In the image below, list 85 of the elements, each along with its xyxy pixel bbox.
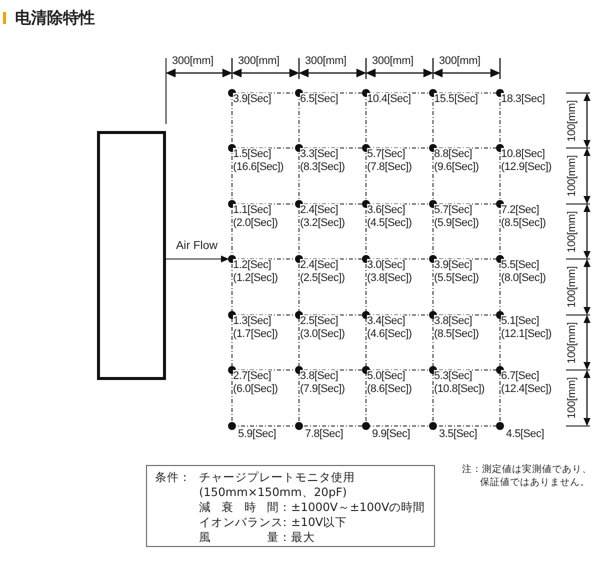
time-value: 10.8[Sec] — [501, 148, 545, 161]
dimension-label: 100[mm] — [566, 98, 578, 144]
time-value: 8.8[Sec] — [434, 148, 472, 161]
dimension-label: 300[mm] — [372, 55, 414, 67]
time-value: (8.3[Sec]) — [300, 161, 345, 174]
time-value: (3.8[Sec]) — [367, 272, 412, 285]
time-value: (16.6[Sec]) — [233, 161, 284, 174]
time-value: 6.5[Sec] — [300, 93, 338, 106]
time-value: (8.5[Sec]) — [501, 217, 546, 230]
dimension-label: 300[mm] — [238, 55, 280, 67]
dimension-label: 100[mm] — [566, 154, 578, 199]
arrow — [166, 256, 229, 262]
time-value: (8.0[Sec]) — [501, 272, 546, 285]
time-value: 5.9[Sec] — [238, 428, 276, 441]
time-value: (12.4[Sec]) — [501, 383, 552, 396]
condition-label: イオンバランス — [199, 515, 279, 530]
time-value: 2.7[Sec] — [233, 370, 271, 383]
time-value: 3.3[Sec] — [300, 148, 338, 161]
condition-label: 条件： — [155, 470, 191, 485]
condition-value: (150mm×150mm、20pF) — [199, 485, 347, 500]
dimension-label: 300[mm] — [305, 55, 346, 67]
time-value: (5.9[Sec]) — [434, 217, 479, 230]
time-value: (1.2[Sec]) — [233, 272, 278, 285]
section-title: 电清除特性 — [15, 8, 95, 29]
time-value: 15.5[Sec] — [434, 93, 478, 106]
time-value: 9.9[Sec] — [372, 428, 410, 441]
edge-label: Air Flow — [176, 240, 218, 252]
condition-label: チャージプレートモニタ使用 — [199, 470, 355, 485]
time-value: 2.5[Sec] — [300, 315, 338, 328]
time-value: 2.4[Sec] — [300, 259, 338, 272]
time-value: 7.8[Sec] — [305, 428, 343, 441]
time-value: 5.5[Sec] — [501, 259, 539, 272]
time-value: 5.7[Sec] — [367, 148, 405, 161]
time-value: 7.2[Sec] — [501, 204, 539, 217]
dimension-label: 300[mm] — [439, 55, 480, 67]
device-box — [97, 131, 166, 380]
time-value: 5.3[Sec] — [434, 370, 472, 383]
dimension-label: 100[mm] — [566, 210, 578, 254]
time-value: 3.9[Sec] — [233, 93, 271, 106]
time-value: (2.0[Sec]) — [233, 217, 278, 230]
time-value: (6.0[Sec]) — [233, 383, 278, 396]
time-value: (9.6[Sec]) — [434, 161, 479, 174]
time-value: (8.5[Sec]) — [434, 328, 479, 341]
time-value: (3.0[Sec]) — [300, 328, 345, 341]
time-value: 1.3[Sec] — [233, 315, 271, 328]
time-value: (7.9[Sec]) — [300, 383, 345, 396]
dimension-label: 100[mm] — [566, 265, 578, 310]
time-value: 2.4[Sec] — [300, 204, 338, 217]
time-value: 3.6[Sec] — [367, 204, 405, 217]
time-value: 3.5[Sec] — [439, 428, 477, 441]
dimension-label: 100[mm] — [566, 376, 578, 421]
time-value: 4.5[Sec] — [506, 428, 544, 441]
time-value: 1.1[Sec] — [233, 204, 271, 217]
time-value: 18.3[Sec] — [501, 93, 545, 106]
dimension-label: 300[mm] — [172, 55, 214, 67]
condition-label: 減衰時間 — [199, 500, 279, 515]
condition-value: ：±1000V～±100Vの時間 — [279, 500, 426, 515]
time-value: (5.5[Sec]) — [434, 272, 479, 285]
time-value: 3.9[Sec] — [434, 259, 472, 272]
dimension-label: 100[mm] — [566, 320, 578, 366]
time-value: 5.1[Sec] — [501, 315, 539, 328]
time-value: (7.8[Sec]) — [367, 161, 412, 174]
time-value: (1.7[Sec]) — [233, 328, 278, 341]
conditions-box — [146, 465, 435, 547]
time-value: (4.5[Sec]) — [367, 217, 412, 230]
time-value: (2.5[Sec]) — [300, 272, 345, 285]
time-value: (10.8[Sec]) — [434, 383, 485, 396]
condition-value: ：最大 — [279, 530, 315, 545]
time-value: (8.6[Sec]) — [367, 383, 412, 396]
time-value: 1.5[Sec] — [233, 148, 271, 161]
time-value: 3.8[Sec] — [300, 370, 338, 383]
note-text: 注：測定値は実測値であり、保証値ではありません。 — [462, 463, 593, 489]
time-value: 6.7[Sec] — [501, 370, 539, 383]
time-value: (12.9[Sec]) — [501, 161, 552, 174]
time-value: 5.0[Sec] — [367, 370, 405, 383]
time-value: 1.2[Sec] — [233, 259, 271, 272]
time-value: (12.1[Sec]) — [501, 328, 552, 341]
time-value: 3.8[Sec] — [434, 315, 472, 328]
time-value: 3.0[Sec] — [367, 259, 405, 272]
time-value: 10.4[Sec] — [367, 93, 411, 106]
time-value: 5.7[Sec] — [434, 204, 472, 217]
time-value: (3.2[Sec]) — [300, 217, 345, 230]
time-value: 3.4[Sec] — [367, 315, 405, 328]
condition-label: 風量 — [199, 530, 279, 545]
time-value: (4.6[Sec]) — [367, 328, 412, 341]
